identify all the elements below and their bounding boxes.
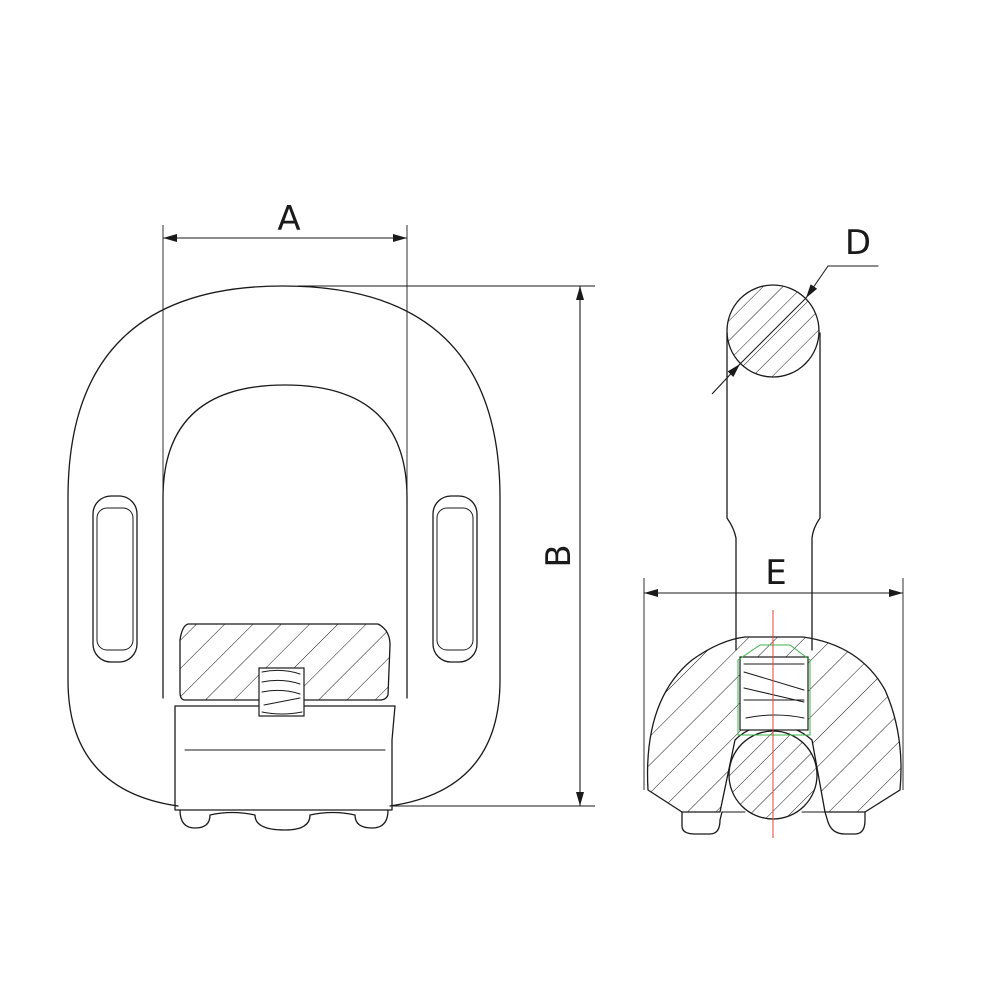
front-outer-body [67,285,501,807]
side-foot-left [681,811,723,835]
dimension-b: B [298,285,595,807]
front-inner-opening [162,384,408,699]
dimension-d-leader-lower [711,363,741,395]
side-spring-hidden-outline [737,644,811,736]
dimension-d-label: D [845,223,871,263]
dimension-a-label: A [277,199,300,239]
dimension-b-label: B [539,544,579,567]
side-spring-coil [743,663,805,719]
front-slot-left [92,495,138,663]
front-view [67,285,501,831]
side-spring-pocket [739,656,809,731]
front-feet [179,809,389,831]
dimension-e-label: E [765,553,786,593]
dimension-d-leader-upper [805,265,829,299]
dimension-d: D [711,223,879,395]
front-spring-coil [261,669,303,715]
side-foot-right [824,811,866,835]
dimension-a: A [162,199,408,498]
front-slot-right-inner [436,507,474,651]
side-shank [726,332,821,651]
front-slot-right [432,495,478,663]
front-slot-left-inner [96,507,134,651]
dimension-e: E [643,553,904,790]
front-base-block [174,705,396,811]
dimension-d-diameter-line [739,297,807,365]
front-spring-pocket [258,667,305,717]
front-spring-section [179,623,391,701]
